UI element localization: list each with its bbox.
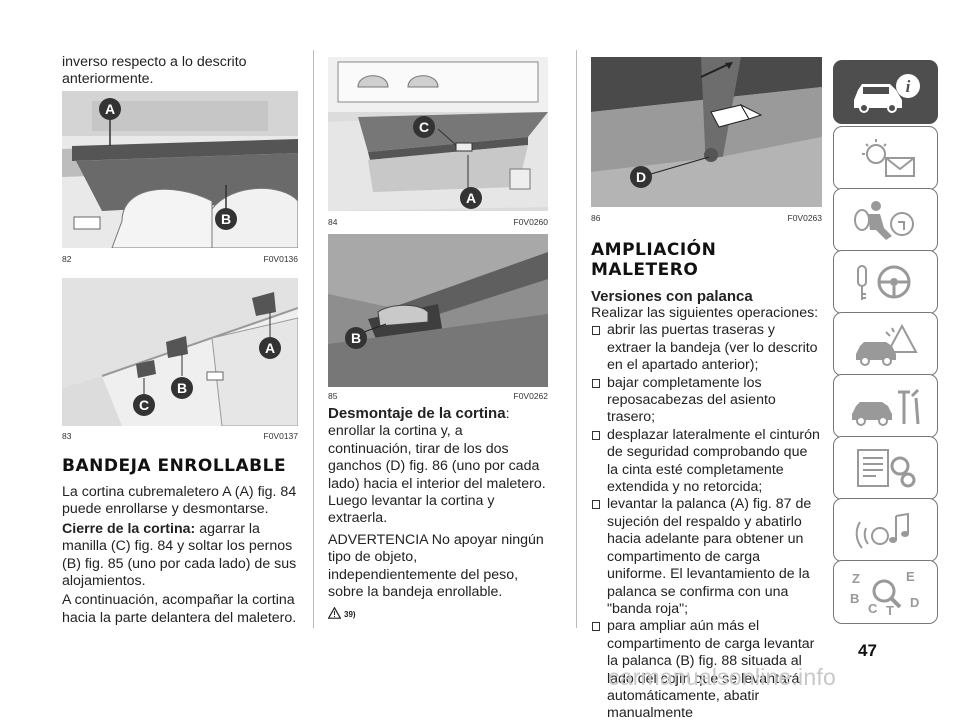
figure-code: F0V0263	[787, 213, 823, 223]
section-heading: AMPLIACIÓN MALETERO	[591, 240, 717, 280]
paragraph: La cortina cubremaletero A (A) fig. 84 p…	[62, 484, 297, 518]
bullet-box-icon	[592, 622, 600, 632]
inline-heading: Cierre de la cortina:	[62, 520, 196, 537]
warning-triangle-icon	[328, 607, 341, 620]
column-1-text: BANDEJA ENROLLABLE La cortina cubremalet…	[62, 456, 298, 627]
trunk-cover-handle-photo: C A	[328, 57, 548, 211]
figure-86: D	[591, 57, 822, 207]
trunk-cover-hook-photo: D	[591, 57, 822, 207]
bullet-box-icon	[592, 500, 600, 510]
fig86-label-d: D	[636, 169, 646, 185]
list-item-text: desplazar lateralmente el cinturón de se…	[607, 426, 820, 496]
column-divider	[313, 50, 314, 628]
fig85-label-b: B	[351, 330, 361, 346]
list-item: levantar la palanca (A) fig. 87 de sujec…	[591, 496, 822, 618]
index-letter: Z	[852, 571, 860, 586]
figure-83: A B C	[62, 278, 298, 426]
bullet-box-icon	[592, 430, 600, 440]
index-letter: D	[910, 595, 919, 610]
chapter-tab-maintenance[interactable]	[833, 374, 938, 438]
figure-code: F0V0136	[263, 254, 299, 264]
column-3-text: AMPLIACIÓN MALETERO Versiones con palanc…	[591, 240, 822, 723]
figure-code: F0V0260	[513, 217, 549, 227]
inline-heading: Desmontaje de la cortina	[328, 405, 506, 422]
list-item-text: abrir las puertas traseras y extraer la …	[607, 322, 818, 374]
fig83-label-a: A	[265, 340, 275, 356]
chapter-tab-car-info[interactable]: i	[833, 60, 938, 124]
page-number: 47	[858, 641, 877, 660]
figure-number: 83	[62, 431, 72, 441]
watermark: carmanualsonline.info	[608, 664, 836, 690]
multimedia-icon	[855, 512, 909, 549]
chapter-tab-emergency[interactable]	[833, 312, 938, 376]
trunk-hooks-photo: A B C	[62, 278, 298, 426]
index-letter: C	[868, 601, 878, 616]
list-item-text: levantar la palanca (A) fig. 87 de sujec…	[607, 496, 812, 617]
car-maintenance-icon	[851, 388, 919, 426]
chapter-tab-safety[interactable]	[833, 188, 938, 252]
trunk-cover-photo: A B	[62, 91, 298, 248]
paragraph-text: : enrollar la cortina y, a continuación,…	[328, 406, 546, 527]
figure-number: 82	[62, 254, 72, 264]
column-2-text: Desmontaje de la cortina: enrollar la co…	[328, 405, 548, 619]
figure-number: 84	[328, 217, 338, 227]
alphabetical-index-icon: Z E B D C T	[850, 569, 919, 617]
caption-85: 85 F0V0262	[328, 391, 548, 401]
fig84-label-a: A	[466, 190, 476, 206]
chapter-tab-warning-lights[interactable]	[833, 126, 938, 190]
column-divider	[576, 50, 577, 628]
svg-text:i: i	[905, 77, 910, 96]
figure-85: B	[328, 234, 548, 387]
bullet-box-icon	[592, 326, 600, 336]
chapter-tab-technical-data[interactable]	[833, 436, 938, 500]
warning-paragraph: ADVERTENCIA No apoyar ningún tipo de obj…	[328, 531, 544, 601]
paragraph-text: agarrar la manilla (C) fig. 84 y soltar …	[62, 520, 297, 590]
caption-83: 83 F0V0137	[62, 431, 298, 441]
intro-text: Realizar las siguientes operaciones:	[591, 305, 819, 321]
list-item: abrir las puertas traseras y extraer la …	[591, 322, 822, 374]
list-item-text: bajar completamente los reposacabezas de…	[607, 374, 776, 426]
figure-number: 86	[591, 213, 601, 223]
subheading: Versiones con palanca	[591, 288, 753, 305]
figure-code: F0V0262	[513, 391, 549, 401]
index-letter: T	[886, 603, 894, 617]
fig83-label-b: B	[177, 380, 187, 396]
warning-reference: 39)	[328, 607, 548, 619]
index-letter: E	[906, 569, 915, 584]
paragraph: Desmontaje de la cortina: enrollar la co…	[328, 405, 548, 528]
car-breakdown-icon	[855, 323, 918, 366]
index-letter: B	[850, 591, 859, 606]
list-item: desplazar lateralmente el cinturón de se…	[591, 427, 822, 497]
warning-lights-mail-icon	[861, 139, 915, 177]
section-heading: BANDEJA ENROLLABLE	[62, 456, 287, 476]
chapter-tab-multimedia[interactable]	[833, 498, 938, 562]
figure-84: C A	[328, 57, 548, 211]
chapter-tab-index[interactable]: Z E B D C T	[833, 560, 938, 624]
airbag-safety-icon	[853, 201, 914, 240]
paragraph: A continuación, acompañar la cortina hac…	[62, 592, 297, 626]
fig82-label-a: A	[105, 101, 115, 117]
caption-86: 86 F0V0263	[591, 213, 822, 223]
figure-number: 85	[328, 391, 338, 401]
fig83-label-c: C	[139, 397, 149, 413]
fig82-label-b: B	[221, 211, 231, 227]
chapter-tab-starting-driving[interactable]	[833, 250, 938, 314]
bullet-box-icon	[592, 378, 600, 388]
warning-number: 39)	[344, 610, 356, 620]
caption-84: 84 F0V0260	[328, 217, 548, 227]
car-info-icon: i	[853, 74, 920, 113]
figure-82: A B	[62, 91, 298, 248]
paragraph: Cierre de la cortina: agarrar la manilla…	[62, 521, 298, 591]
technical-data-icon	[856, 449, 915, 488]
figure-code: F0V0137	[263, 431, 299, 441]
intro-text: inverso respecto a lo descrito anteriorm…	[62, 54, 247, 88]
fig84-label-c: C	[419, 119, 429, 135]
trunk-cover-pin-photo: B	[328, 234, 548, 387]
caption-82: 82 F0V0136	[62, 254, 298, 264]
steering-wheel-key-icon	[856, 265, 910, 300]
list-item: bajar completamente los reposacabezas de…	[591, 375, 822, 427]
